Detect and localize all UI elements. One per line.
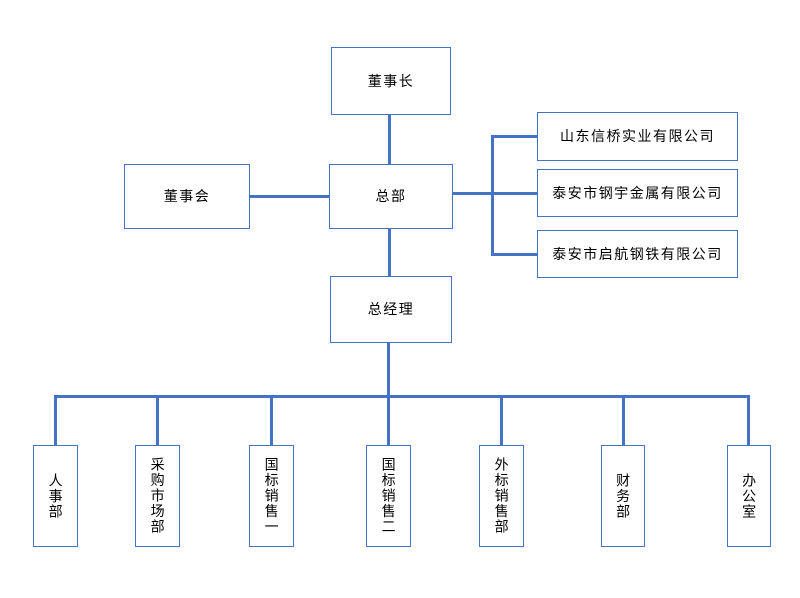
node-chairman: 董事长 [331, 47, 451, 115]
node-dept-5: 外标销售部 [479, 445, 524, 547]
node-dept-2: 采购市场部 [135, 445, 180, 547]
node-subsidiary-1: 山东信桥实业有限公司 [537, 112, 738, 161]
connector-drop-dept-3 [270, 394, 273, 445]
node-general-manager: 总经理 [330, 276, 452, 343]
node-board: 董事会 [124, 164, 250, 229]
connector-board-hq [250, 195, 329, 198]
connector-drop-dept-4 [387, 394, 390, 445]
connector-hq-subsidiaries [453, 191, 537, 195]
connector-hq-gm [388, 229, 391, 276]
node-dept-1: 人事部 [33, 445, 78, 547]
node-subsidiary-3: 泰安市启航钢铁有限公司 [537, 230, 738, 278]
connector-subsidiary-1 [490, 135, 537, 138]
connector-departments-rail [54, 394, 750, 398]
node-dept-3: 国标销售一 [249, 445, 294, 547]
connector-gm-rail [387, 343, 390, 395]
connector-drop-dept-6 [621, 394, 625, 445]
connector-subsidiary-3 [490, 252, 537, 256]
connector-subsidiaries-vertical [490, 135, 494, 256]
connector-chairman-hq [388, 115, 391, 164]
connector-drop-dept-7 [747, 394, 750, 445]
node-dept-6: 财务部 [601, 445, 645, 547]
node-subsidiary-2: 泰安市钢宇金属有限公司 [537, 169, 738, 217]
node-headquarters: 总部 [329, 164, 453, 229]
node-dept-4: 国标销售二 [366, 445, 411, 547]
connector-drop-dept-5 [500, 394, 503, 445]
connector-drop-dept-2 [156, 394, 159, 445]
connector-drop-dept-1 [54, 394, 57, 445]
node-dept-7: 办公室 [727, 445, 771, 547]
